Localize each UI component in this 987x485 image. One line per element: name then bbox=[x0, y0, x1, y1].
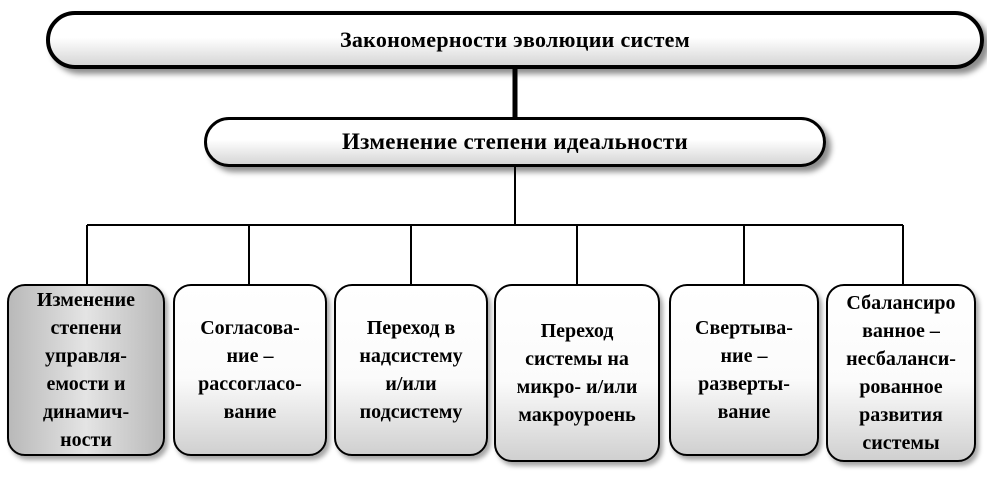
card-line: емости и bbox=[46, 373, 126, 395]
card-line: рованное bbox=[859, 376, 943, 398]
card-line: системы на bbox=[525, 348, 629, 370]
card-line: Переход bbox=[540, 320, 614, 342]
diagram-subtitle: Изменение степени идеальности bbox=[204, 117, 826, 167]
card-line: Сбалансиро bbox=[846, 292, 956, 314]
diagram-title: Закономерности эволюции систем bbox=[46, 11, 984, 69]
diagram-subtitle-text: Изменение степени идеальности bbox=[341, 129, 689, 154]
card-line: ние – bbox=[720, 345, 768, 367]
card-line: вание bbox=[717, 401, 771, 423]
card-line: ванное – bbox=[862, 320, 940, 342]
pattern-card-coordination: Согласова- ние – рассогласо- вание bbox=[173, 284, 327, 456]
card-line: Согласова- bbox=[200, 317, 300, 339]
card-text: Изменение степени управля- емости и дина… bbox=[37, 286, 135, 454]
card-line: ние – bbox=[226, 345, 274, 367]
card-line: подсистему bbox=[359, 401, 463, 423]
pattern-card-balance: Сбалансиро ванное – несбаланси- рованное… bbox=[826, 284, 976, 462]
diagram-title-text: Закономерности эволюции систем bbox=[339, 27, 691, 52]
card-line: Свертыва- bbox=[695, 317, 793, 339]
card-line: Переход в bbox=[366, 317, 456, 339]
card-text: Переход в надсистему и/или подсистему bbox=[359, 314, 462, 426]
card-line: рассогласо- bbox=[198, 373, 302, 395]
card-line: развития bbox=[859, 404, 943, 426]
pattern-card-folding: Свертыва- ние – разверты- вание bbox=[669, 284, 819, 456]
card-line: степени bbox=[50, 317, 122, 339]
card-line: и/или bbox=[385, 373, 437, 395]
card-line: разверты- bbox=[698, 373, 790, 395]
card-line: системы bbox=[862, 432, 940, 454]
pattern-card-controllability: Изменение степени управля- емости и дина… bbox=[7, 284, 165, 456]
card-text: Свертыва- ние – разверты- вание bbox=[695, 314, 793, 426]
pattern-card-supersystem: Переход в надсистему и/или подсистему bbox=[334, 284, 488, 456]
card-text: Переход системы на микро- и/или макроуро… bbox=[517, 317, 638, 429]
card-line: динамич- bbox=[42, 401, 130, 423]
card-line: надсистему bbox=[359, 345, 463, 367]
card-text: Сбалансиро ванное – несбаланси- рованное… bbox=[846, 289, 956, 457]
card-line: макроуроень bbox=[518, 404, 636, 426]
card-line: вание bbox=[223, 401, 277, 423]
pattern-card-micro-macro: Переход системы на микро- и/или макроуро… bbox=[494, 284, 660, 462]
card-line: несбаланси- bbox=[846, 348, 956, 370]
card-line: управля- bbox=[45, 345, 127, 367]
card-line: Изменение bbox=[36, 289, 136, 311]
card-line: ности bbox=[60, 429, 112, 451]
card-line: микро- и/или bbox=[516, 376, 638, 398]
card-text: Согласова- ние – рассогласо- вание bbox=[198, 314, 302, 426]
